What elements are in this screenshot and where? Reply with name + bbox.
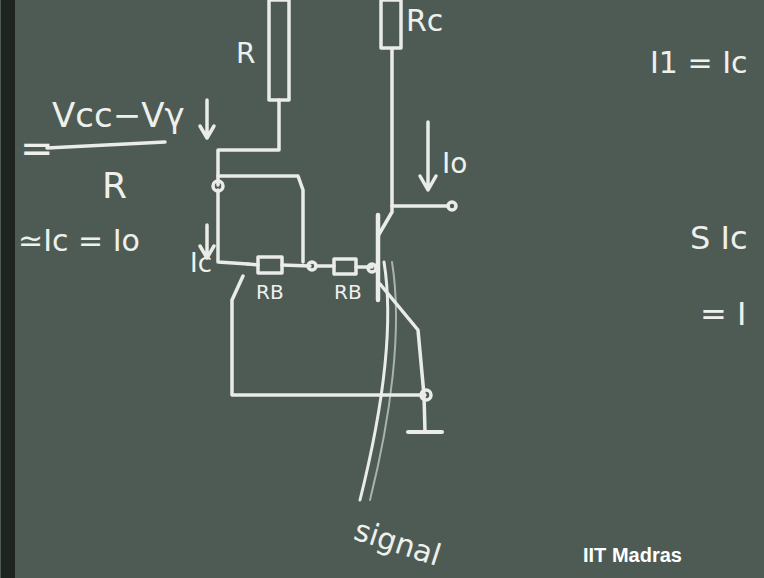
transistor-base [376, 215, 381, 300]
side-note: S Ic [690, 222, 748, 254]
output-terminal [448, 202, 456, 210]
transistor-collector [378, 50, 392, 236]
resistor-label: R [236, 40, 255, 68]
watermark: IIT Madras [583, 545, 682, 565]
resistor-label: RB [334, 282, 362, 302]
signal-line [360, 262, 388, 500]
current-equation: ≃Ic = Io [18, 226, 140, 256]
signal-line [370, 262, 396, 500]
equals-sign: = [20, 128, 54, 168]
current-label: Ic [190, 250, 212, 276]
resistor-symbol [334, 259, 356, 274]
resistor-symbol [258, 257, 282, 273]
resistor-label: Rc [406, 6, 443, 36]
wire [218, 190, 248, 264]
formula-denominator: R [102, 168, 127, 204]
output-wire [392, 204, 448, 208]
current-label: Io [442, 150, 467, 178]
wire [218, 176, 303, 262]
formula-numerator: Vcc−Vγ [52, 98, 185, 132]
wire [316, 266, 372, 267]
chalk-lines [1, 0, 456, 578]
wire [248, 264, 310, 266]
current-equation: I1 = Ic [650, 48, 748, 78]
resistor-symbol [381, 0, 401, 48]
resistor-symbol [269, 0, 289, 100]
fraction-bar [47, 142, 165, 148]
current-arrow [200, 100, 214, 138]
current-arrow [420, 122, 436, 190]
ground-symbol [408, 430, 442, 434]
wire [218, 100, 279, 185]
junction-dot [368, 264, 376, 272]
side-note: = I [700, 298, 746, 330]
signal-label: signal [351, 515, 445, 571]
resistor-label: RB [256, 282, 284, 302]
board-edge [1, 0, 15, 578]
